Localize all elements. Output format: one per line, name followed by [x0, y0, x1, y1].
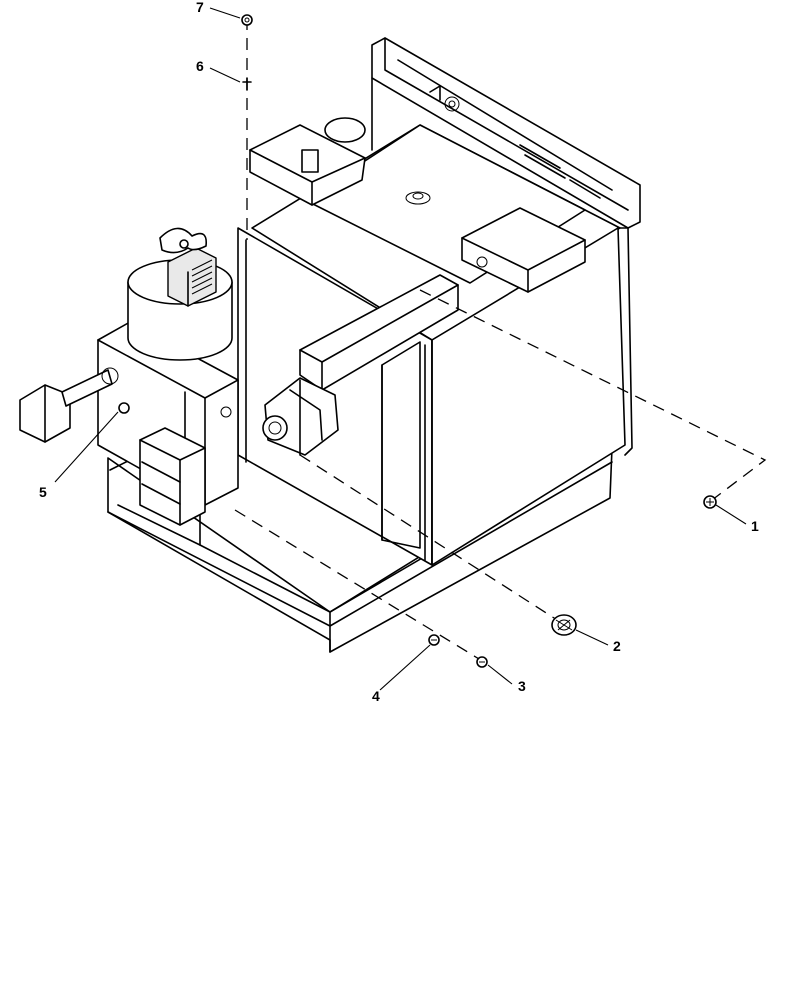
- part-5-fastener: [118, 402, 130, 414]
- callout-3: 3: [518, 678, 526, 694]
- power-cord: [19, 367, 119, 443]
- part-1-screw: [703, 495, 717, 509]
- callout-7: 7: [196, 0, 204, 15]
- part-3-screw: [476, 656, 488, 668]
- callout-4: 4: [372, 688, 380, 704]
- part-6-screw: [242, 77, 252, 91]
- part-2-foot: [551, 614, 577, 636]
- callout-5: 5: [39, 484, 47, 500]
- callout-1: 1: [751, 518, 759, 534]
- callout-6: 6: [196, 58, 204, 74]
- blower-motor: [127, 227, 233, 361]
- leader-lines: [54, 7, 747, 691]
- base-plate: [107, 439, 613, 653]
- callout-labels: 1 2 3 4 5 6 7: [39, 0, 759, 704]
- part-7-nut: [241, 14, 253, 26]
- exploded-view-lines: [234, 18, 767, 663]
- callout-2: 2: [613, 638, 621, 654]
- top-light-assembly: [249, 117, 431, 206]
- front-panel-frame: [371, 37, 641, 456]
- part-4-screw: [428, 634, 440, 646]
- cross-brace: [299, 274, 459, 391]
- right-bracket-box: [461, 207, 586, 293]
- magnetron-motor: [262, 377, 339, 456]
- transformer: [139, 427, 206, 526]
